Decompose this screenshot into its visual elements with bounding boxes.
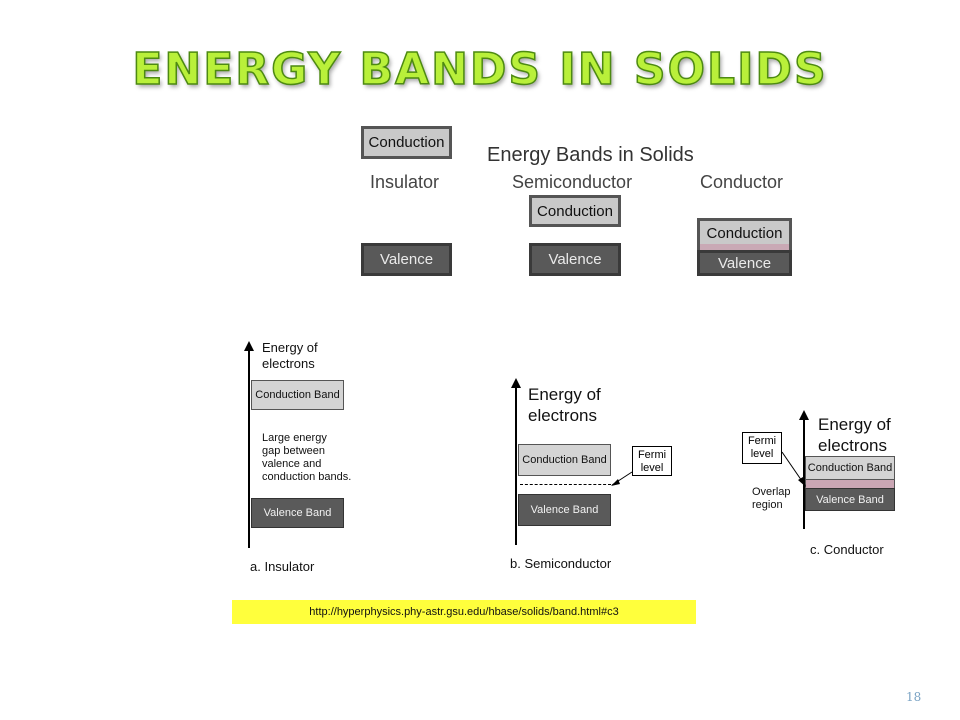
semiconductor-fermi-line xyxy=(520,484,611,485)
source-url-link[interactable]: http://hyperphysics.phy-astr.gsu.edu/hba… xyxy=(232,600,696,624)
semiconductor-axis-arrow xyxy=(511,378,521,388)
conductor-axis-arrow xyxy=(799,410,809,420)
conductor-overlap-region xyxy=(805,480,895,488)
insulator-axis-arrow xyxy=(244,341,254,351)
semiconductor-conduction-band: Conduction Band xyxy=(518,444,611,476)
conductor-fermi-callout: Fermi level xyxy=(742,432,782,464)
semiconductor-fermi-callout: Fermi level xyxy=(632,446,672,476)
insulator-caption: a. Insulator xyxy=(250,559,315,574)
insulator-energy-axis xyxy=(248,350,250,548)
conductor-overlap-label: Overlap region xyxy=(752,486,791,511)
insulator-label: Insulator xyxy=(370,172,440,192)
insulator-conduction-band: Conduction Band xyxy=(251,380,344,410)
insulator-gap-note: Large energy gap between valence and con… xyxy=(262,432,352,483)
insulator-valence-box: Valence xyxy=(361,243,452,276)
semiconductor-caption: b. Semiconductor xyxy=(510,556,612,571)
summary-heading: Energy Bands in Solids xyxy=(487,144,694,166)
insulator-axis-label: Energy of electrons xyxy=(262,340,318,371)
conductor-valence-box: Valence xyxy=(697,250,792,276)
conductor-label: Conductor xyxy=(700,172,784,192)
conductor-axis-label: Energy of electrons xyxy=(818,415,891,455)
conductor-energy-axis xyxy=(803,419,805,529)
semiconductor-valence-box: Valence xyxy=(529,243,621,276)
semiconductor-label: Semiconductor xyxy=(512,172,633,192)
conductor-valence-band: Valence Band xyxy=(805,488,895,511)
insulator-conduction-box: Conduction xyxy=(361,126,452,159)
semiconductor-axis-label: Energy of electrons xyxy=(528,385,601,425)
semiconductor-conduction-box: Conduction xyxy=(529,195,621,227)
conductor-conduction-band: Conduction Band xyxy=(805,456,895,480)
semiconductor-fermi-pointer xyxy=(611,471,633,486)
conductor-overlap-strip xyxy=(697,244,792,250)
slide-title: ENERGY BANDS IN SOLIDS xyxy=(132,43,828,96)
page-number: 18 xyxy=(906,690,922,704)
conductor-pointers xyxy=(781,451,806,487)
conductor-conduction-box: Conduction xyxy=(697,218,792,248)
insulator-valence-band: Valence Band xyxy=(251,498,344,528)
semiconductor-valence-band: Valence Band xyxy=(518,494,611,526)
semiconductor-energy-axis xyxy=(515,387,517,545)
conductor-caption: c. Conductor xyxy=(810,542,884,557)
